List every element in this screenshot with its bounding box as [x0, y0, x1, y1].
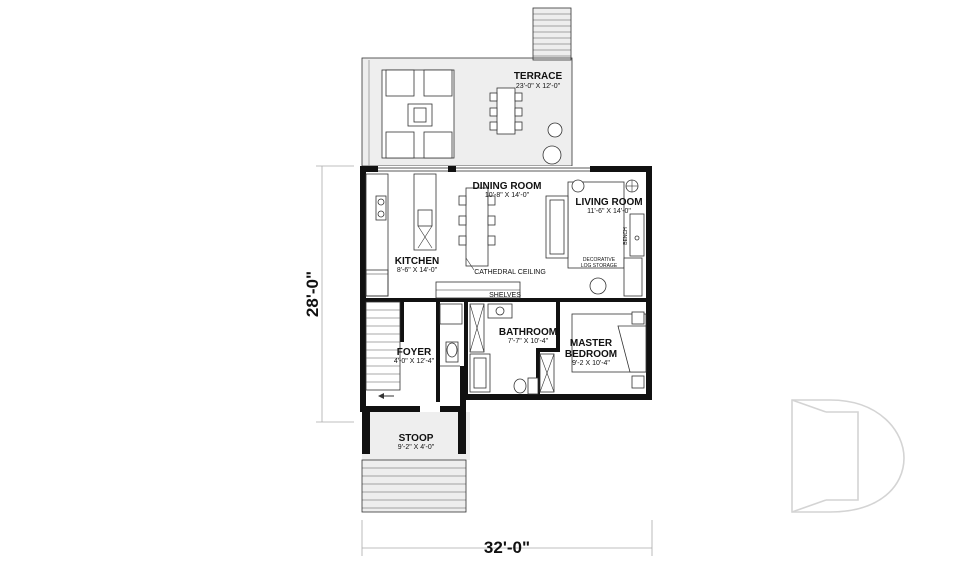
terrace-dim: 23'-0" X 12'-0" — [516, 83, 561, 90]
stoop-name: STOOP — [399, 433, 434, 444]
foyer-fixtures — [439, 303, 463, 367]
cathedral-ceiling-label: CATHEDRAL CEILING — [474, 269, 546, 276]
kitchen-name: KITCHEN — [395, 256, 439, 267]
terrace-dining-table — [489, 87, 563, 165]
master-dim: 9'-2 X 10'-4" — [572, 360, 610, 367]
living-name: LIVING ROOM — [575, 197, 642, 208]
depth-dimension: 28'-0" — [303, 271, 322, 317]
shelves-label: SHELVES — [489, 292, 521, 299]
decorative-label-1: DECORATIVE — [583, 257, 616, 263]
bathroom-fixtures — [469, 303, 555, 395]
width-dimension: 32'-0" — [484, 538, 530, 557]
terrace-name: TERRACE — [514, 71, 563, 82]
dimension-lines — [316, 165, 653, 556]
watermark-logo-icon — [791, 399, 905, 513]
master-name-2: BEDROOM — [565, 349, 617, 360]
foyer-dim: 4'-0" X 12'-4" — [394, 358, 435, 365]
master-bed — [571, 311, 647, 389]
stoop-deck — [361, 412, 470, 513]
walls — [360, 166, 652, 454]
stoop-dim: 9'-2" X 4'-0" — [398, 444, 435, 451]
kitchen-dim: 8'-6" X 14'-0" — [397, 267, 438, 274]
shelves — [435, 281, 521, 299]
living-dim: 11'-6" X 14'-0" — [587, 208, 631, 215]
foyer-stairs — [365, 301, 401, 399]
foyer-name: FOYER — [397, 347, 432, 358]
dining-name: DINING ROOM — [473, 181, 542, 192]
room-labels: TERRACE 23'-0" X 12'-0" DINING ROOM 10'-… — [394, 71, 643, 451]
bathroom-dim: 7'-7" X 10'-4" — [508, 338, 549, 345]
kitchen-island — [413, 173, 437, 251]
dining-table — [458, 187, 496, 267]
decorative-label-2: LOG STORAGE — [581, 263, 618, 269]
bench-label: BENCH — [623, 227, 629, 245]
kitchen-counter — [365, 173, 389, 297]
living-sofa — [545, 179, 643, 297]
terrace-lounge-set — [381, 69, 455, 159]
bathroom-name: BATHROOM — [499, 327, 557, 338]
bench — [629, 213, 645, 257]
dining-dim: 10'-8" X 14'-0" — [485, 192, 530, 199]
master-name-1: MASTER — [570, 338, 613, 349]
